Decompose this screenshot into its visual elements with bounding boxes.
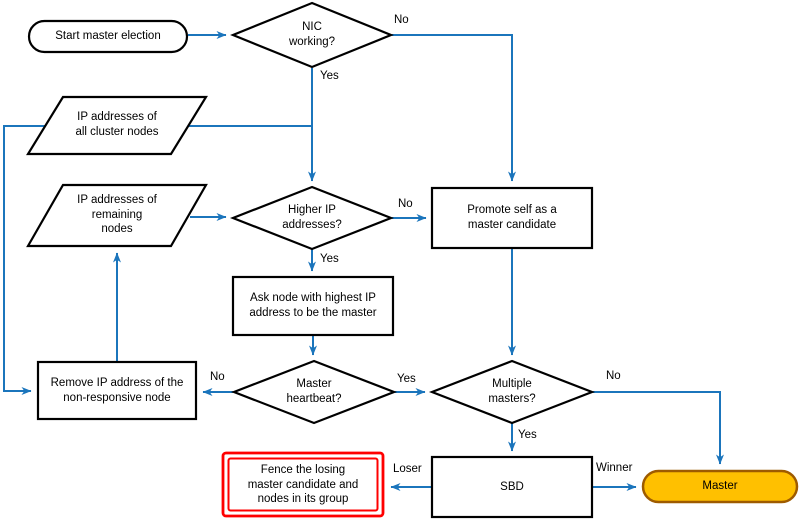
- edge-allnodes-remove-loop: [3, 125, 45, 395]
- heartbeat-decision-shape: [230, 359, 398, 425]
- all-cluster-nodes-data-shape: [26, 95, 208, 156]
- remaining-nodes-data-shape: [26, 183, 208, 248]
- higher-ip-decision-shape: [229, 185, 395, 251]
- remove-ip-process-shape: [36, 360, 198, 421]
- ask-node-process-shape: [231, 275, 395, 337]
- fence-inner-border: [227, 457, 379, 512]
- promote-process-shape: [430, 186, 594, 250]
- nic-decision-shape: [230, 1, 394, 69]
- sbd-process-shape: [430, 455, 594, 519]
- master-terminator-shape: [641, 469, 799, 504]
- multiple-masters-decision-shape: [428, 359, 596, 425]
- edge-nic-no: [392, 34, 516, 182]
- start-terminator-shape: [27, 19, 189, 54]
- edge-multiple-no: [593, 391, 724, 465]
